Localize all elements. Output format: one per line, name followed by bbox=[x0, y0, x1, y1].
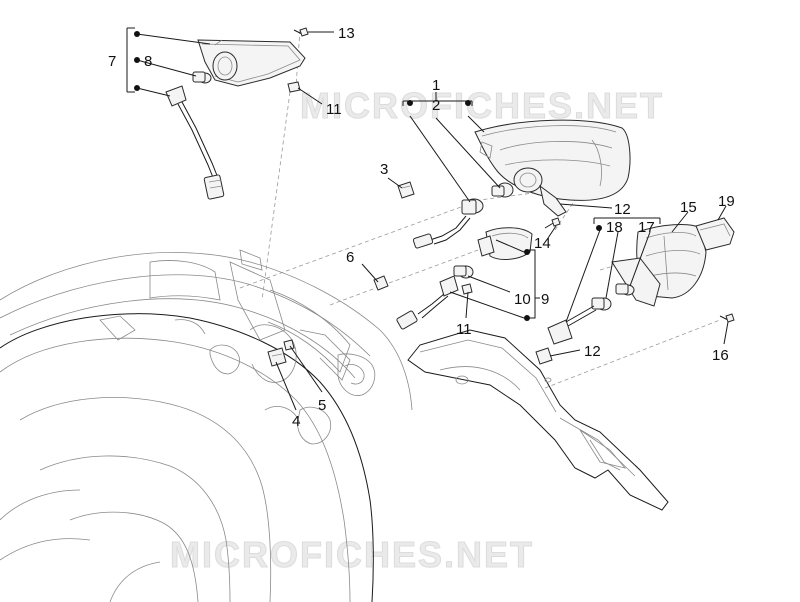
bulb-2 bbox=[491, 182, 514, 198]
callout-12-top: 13 bbox=[338, 25, 355, 42]
socket-15-wire bbox=[547, 305, 597, 345]
bulb-15 bbox=[591, 297, 612, 311]
callout-8: 8 bbox=[144, 53, 152, 70]
socket-wire-center bbox=[412, 198, 484, 249]
callout-13: 12 bbox=[614, 201, 631, 218]
screw-16 bbox=[719, 313, 735, 323]
callout-12-right: 14 bbox=[534, 235, 551, 252]
callout-2: 2 bbox=[432, 97, 440, 114]
callout-6: 6 bbox=[346, 249, 354, 266]
callout-5: 5 bbox=[318, 397, 326, 414]
callout-15: 18 bbox=[606, 219, 623, 236]
bulb-8 bbox=[192, 71, 212, 84]
callout-4: 4 bbox=[292, 413, 300, 430]
callout-17: 12 bbox=[584, 343, 601, 360]
callout-16: 16 bbox=[712, 347, 729, 364]
callout-18: 15 bbox=[680, 199, 697, 216]
bulb-10 bbox=[453, 265, 474, 279]
clip-11-top bbox=[287, 81, 301, 93]
tail-lamp bbox=[474, 119, 631, 217]
rear-fender-plate-holder bbox=[407, 329, 669, 511]
callout-11-top: 11 bbox=[326, 101, 342, 118]
screw-12-top bbox=[293, 27, 309, 37]
connector-3 bbox=[397, 181, 415, 199]
screw-12-right bbox=[544, 217, 561, 229]
watermark-top: MICROFICHES.NET bbox=[300, 85, 664, 126]
callout-7: 7 bbox=[108, 53, 116, 70]
callout-9: 9 bbox=[541, 291, 549, 308]
lens-19 bbox=[695, 217, 735, 251]
callout-1: 1 bbox=[432, 77, 440, 94]
watermark-bottom: MICROFICHES.NET bbox=[170, 534, 534, 575]
callout-10: 10 bbox=[514, 291, 531, 308]
turn-signal-lens bbox=[197, 39, 306, 87]
bullet-dots bbox=[134, 31, 602, 321]
socket-wire-lower bbox=[396, 275, 459, 330]
callout-3: 3 bbox=[380, 161, 388, 178]
callout-labels: 7 8 13 11 1 2 3 6 12 14 10 9 11 18 17 15… bbox=[108, 25, 735, 430]
bulb-14 bbox=[615, 283, 635, 296]
callout-11-center: 11 bbox=[456, 321, 472, 338]
connector-5 bbox=[283, 339, 295, 351]
connector-6 bbox=[373, 275, 389, 291]
connector-17 bbox=[535, 347, 553, 365]
callout-14: 17 bbox=[638, 219, 655, 236]
socket-wire-left bbox=[165, 85, 225, 200]
leader-lines bbox=[126, 27, 729, 411]
reflector-housing bbox=[477, 227, 533, 260]
callout-19: 19 bbox=[718, 193, 735, 210]
clip-11-center bbox=[461, 283, 473, 295]
connector-4 bbox=[267, 347, 287, 367]
